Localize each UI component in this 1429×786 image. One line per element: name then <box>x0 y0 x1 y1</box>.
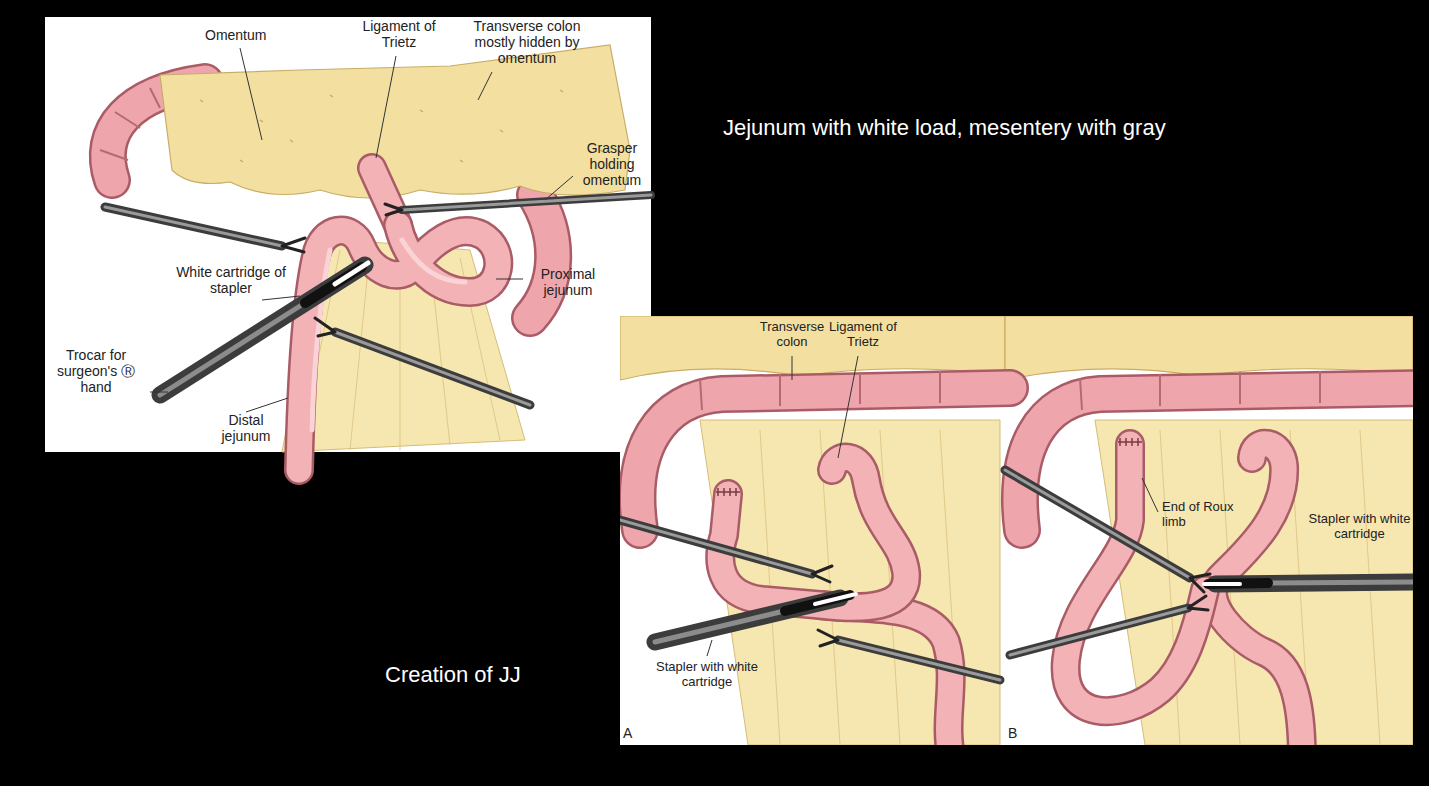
left-panel-part <box>299 225 498 470</box>
grasper-part <box>1010 608 1188 655</box>
grasper-part <box>105 207 282 246</box>
part-label: Trocar for surgeon's Ⓡ hand <box>46 347 146 395</box>
part-label: End of Roux limb <box>1162 500 1238 530</box>
leader-line <box>707 356 1158 656</box>
part-label: Grasper holding omentum <box>574 140 650 188</box>
slide-note: Jejunum with white load, mesentery with … <box>723 115 1178 140</box>
grasper-part <box>620 520 812 574</box>
leader-line-part <box>240 48 262 140</box>
leader-line-part <box>376 56 396 158</box>
right-panel-part-part <box>700 371 940 410</box>
left-panel-part <box>299 225 498 470</box>
part-label: Stapler with white cartridge <box>1308 512 1411 542</box>
leader-line-part <box>545 176 573 200</box>
right-panel-part-part <box>1118 438 1142 446</box>
grasper <box>620 520 832 582</box>
stapler-part <box>335 263 368 284</box>
grasper <box>1005 470 1210 592</box>
stapler-part <box>655 612 780 642</box>
grasper-part <box>335 332 530 405</box>
leader-line-part <box>496 279 523 280</box>
right-panel-part-part <box>1213 444 1302 760</box>
leader-line-part <box>246 398 288 412</box>
grasper-part <box>105 207 282 246</box>
left-panel-part <box>200 90 603 162</box>
stapler <box>1204 582 1420 584</box>
part-label: Stapler with white cartridge <box>648 660 766 690</box>
leader-line-part <box>150 392 168 393</box>
leader-line-part <box>478 72 492 100</box>
part-label: White cartridge of stapler <box>166 264 296 296</box>
leader-line-part <box>792 356 793 380</box>
leader-line-part <box>262 296 300 300</box>
leader-line-part <box>1142 478 1158 512</box>
grasper-part <box>402 195 651 210</box>
part-label: Transverse colon mostly hidden by omentu… <box>456 18 598 66</box>
grasper <box>315 318 530 405</box>
stapler-part <box>1204 582 1240 586</box>
left-panel <box>45 17 651 470</box>
right-panel-part-part <box>1213 444 1302 760</box>
stapler-part <box>815 594 856 604</box>
right-panel-part <box>620 316 1420 760</box>
grasper-part <box>385 204 402 215</box>
part-label: Ligament of Trietz <box>826 320 900 350</box>
right-panel-part-part <box>1080 371 1320 410</box>
grasper-part <box>838 640 1000 680</box>
leader-line-part <box>707 640 712 656</box>
grasper <box>818 630 1000 680</box>
part-label: Ligament of Trietz <box>356 18 442 50</box>
grasper <box>1010 596 1208 655</box>
grasper-part <box>402 195 651 210</box>
part-label: Distal jejunum <box>206 412 286 444</box>
left-panel-part <box>530 195 553 318</box>
panel-letter: B <box>1008 725 1028 741</box>
right-panel-part-part <box>716 488 740 496</box>
panel-letter: A <box>623 725 643 741</box>
grasper-part <box>282 238 305 252</box>
left-panel-part <box>530 195 553 318</box>
grasper <box>105 207 305 252</box>
right-panel-part-part <box>820 605 952 760</box>
grasper <box>385 195 651 215</box>
right-panel-part-part <box>720 458 906 608</box>
slide-note: Creation of JJ <box>385 662 585 687</box>
leader-line-part <box>838 356 858 458</box>
stapler-part <box>160 306 300 395</box>
stapler-part <box>1270 582 1420 583</box>
right-panel-part-part <box>820 605 952 760</box>
left-panel-part <box>160 45 630 198</box>
right-panel-part-part <box>720 458 906 608</box>
grasper-part <box>315 318 335 336</box>
part-label: Proximal jejunum <box>526 266 610 298</box>
grasper-part <box>812 566 832 582</box>
part-label: Omentum <box>205 27 285 43</box>
grasper-part <box>1010 608 1188 655</box>
part-label: Transverse colon <box>750 320 834 350</box>
grasper-part <box>335 332 530 405</box>
grasper-part <box>838 640 1000 680</box>
grasper-part <box>818 630 838 646</box>
leader-line <box>150 48 573 412</box>
right-panel <box>620 316 1420 760</box>
grasper-part <box>1188 596 1208 610</box>
grasper-part <box>620 520 812 574</box>
left-panel-part <box>100 88 160 160</box>
